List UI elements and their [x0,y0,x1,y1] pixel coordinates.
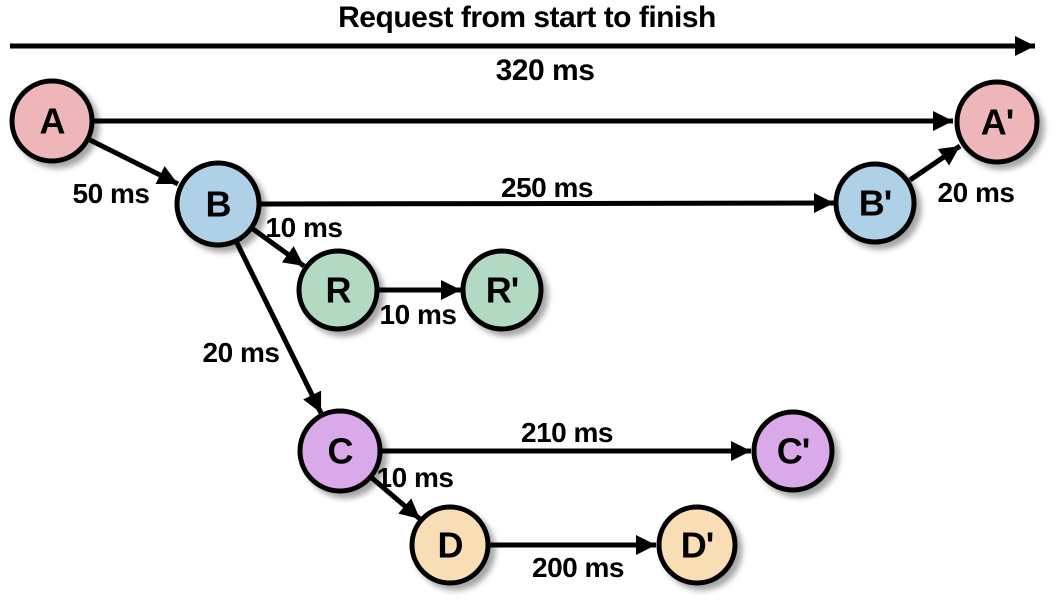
edge-b-to-r [251,226,306,269]
node-r-end: R' [460,248,544,332]
edge-c-to-d [370,476,422,521]
edge-b-to-b-end [260,193,835,214]
edge-b-end-to-a-end [908,143,962,183]
node-a: A [9,78,95,164]
node-r-circle [296,248,380,332]
node-b: B [174,160,262,248]
diagram-title: Request from start to finish [338,1,716,34]
edge-label-b-to-c: 20 ms [203,337,280,368]
node-r-end-circle [460,248,544,332]
node-b-circle [174,160,262,248]
node-b-end-circle [833,161,917,245]
edge-label-b-end-to-a-end: 20 ms [938,177,1015,208]
edge-a-to-b [88,137,180,187]
edge-label-b-to-r: 10 ms [266,212,343,243]
total-duration-label: 320 ms [496,54,595,87]
edge-label-d-to-d-end: 200 ms [532,552,624,583]
node-a-end-circle [954,79,1040,165]
edge-b-to-c [234,241,324,415]
node-c-end: C' [751,409,835,493]
node-d-end: D' [656,504,738,586]
node-c-end-circle [751,409,835,493]
node-d: D [409,504,491,586]
node-d-label: D [438,525,463,566]
edge-label-b-to-b-end: 250 ms [501,172,593,203]
node-b-end: B' [833,161,917,245]
node-c-circle [297,408,383,494]
node-a-circle [9,78,95,164]
node-d-circle [409,504,491,586]
node-r-label: R [326,270,352,311]
edge-label-a-to-b: 50 ms [73,178,150,209]
node-b-end-label: B' [859,183,892,224]
node-b-label: B [206,184,231,225]
node-a-end-label: A' [981,102,1014,143]
node-a-label: A [40,101,66,142]
edge-label-c-to-d: 10 ms [377,462,454,493]
node-d-end-circle [656,504,738,586]
node-a-end: A' [954,79,1040,165]
edge-label-c-to-c-end: 210 ms [521,417,613,448]
node-r-end-label: R' [486,270,519,311]
node-c-label: C [328,431,354,472]
node-c-end-label: C' [777,431,810,472]
edge-label-r-to-r-end: 10 ms [380,299,457,330]
node-c: C [297,408,383,494]
node-r: R [296,248,380,332]
node-d-end-label: D' [681,525,714,566]
